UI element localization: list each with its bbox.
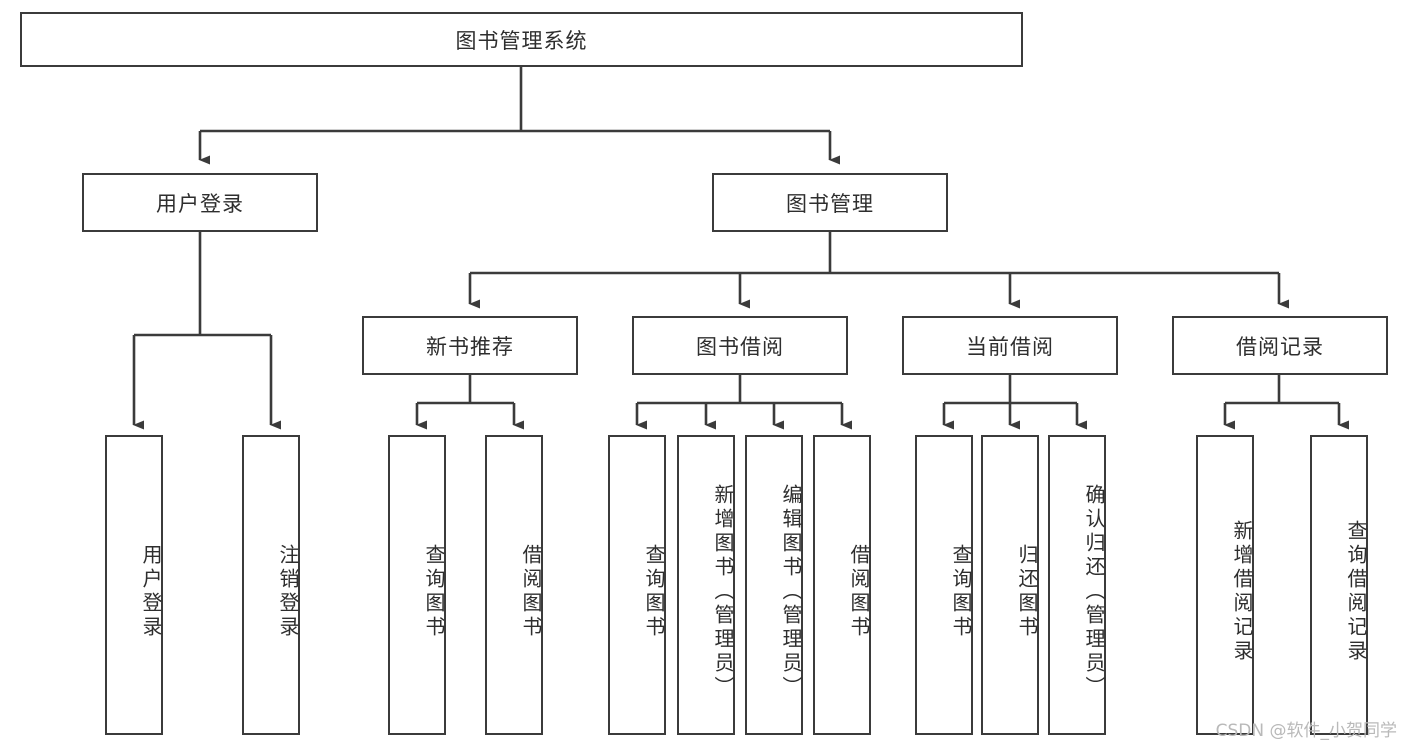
- leaf-add-book[interactable]: 新增图书（管理员）: [677, 435, 735, 735]
- leaf-logout-login-label: 注销登录: [276, 544, 300, 640]
- leaf-add-borrow-record[interactable]: 新增借阅记录: [1196, 435, 1254, 735]
- leaf-borrow-book-2[interactable]: 借阅图书: [813, 435, 871, 735]
- node-current-borrow-label: 当前借阅: [966, 334, 1054, 359]
- leaf-query-borrow-record-label: 查询借阅记录: [1344, 520, 1368, 664]
- node-root[interactable]: 图书管理系统: [20, 12, 1023, 67]
- leaf-query-book-2[interactable]: 查询图书: [608, 435, 666, 735]
- leaf-edit-book-label: 编辑图书（管理员）: [779, 484, 803, 700]
- leaf-confirm-return-label: 确认归还（管理员）: [1082, 484, 1106, 700]
- node-user-login[interactable]: 用户登录: [82, 173, 318, 232]
- node-borrow-record[interactable]: 借阅记录: [1172, 316, 1388, 375]
- leaf-query-book-3-label: 查询图书: [949, 544, 973, 640]
- leaf-user-login-label: 用户登录: [139, 544, 163, 640]
- leaf-return-book-label: 归还图书: [1015, 544, 1039, 640]
- node-new-book-recommend[interactable]: 新书推荐: [362, 316, 578, 375]
- node-current-borrow[interactable]: 当前借阅: [902, 316, 1118, 375]
- leaf-user-login[interactable]: 用户登录: [105, 435, 163, 735]
- node-new-book-recommend-label: 新书推荐: [426, 334, 514, 359]
- leaf-borrow-book-2-label: 借阅图书: [847, 544, 871, 640]
- node-book-manage-label: 图书管理: [786, 191, 874, 216]
- leaf-logout-login[interactable]: 注销登录: [242, 435, 300, 735]
- leaf-query-book-1-label: 查询图书: [422, 544, 446, 640]
- leaf-query-borrow-record[interactable]: 查询借阅记录: [1310, 435, 1368, 735]
- leaf-query-book-2-label: 查询图书: [642, 544, 666, 640]
- watermark: CSDN @软件_小贺同学: [1215, 721, 1397, 741]
- node-root-label: 图书管理系统: [455, 28, 588, 53]
- node-borrow-record-label: 借阅记录: [1236, 334, 1324, 359]
- node-user-login-label: 用户登录: [156, 191, 244, 216]
- node-book-borrow-label: 图书借阅: [696, 334, 784, 359]
- leaf-borrow-book-1-label: 借阅图书: [519, 544, 543, 640]
- leaf-query-book-3[interactable]: 查询图书: [915, 435, 973, 735]
- leaf-add-borrow-record-label: 新增借阅记录: [1230, 520, 1254, 664]
- leaf-confirm-return[interactable]: 确认归还（管理员）: [1048, 435, 1106, 735]
- node-book-manage[interactable]: 图书管理: [712, 173, 948, 232]
- leaf-return-book[interactable]: 归还图书: [981, 435, 1039, 735]
- leaf-add-book-label: 新增图书（管理员）: [711, 484, 735, 700]
- leaf-query-book-1[interactable]: 查询图书: [388, 435, 446, 735]
- leaf-borrow-book-1[interactable]: 借阅图书: [485, 435, 543, 735]
- leaf-edit-book[interactable]: 编辑图书（管理员）: [745, 435, 803, 735]
- node-book-borrow[interactable]: 图书借阅: [632, 316, 848, 375]
